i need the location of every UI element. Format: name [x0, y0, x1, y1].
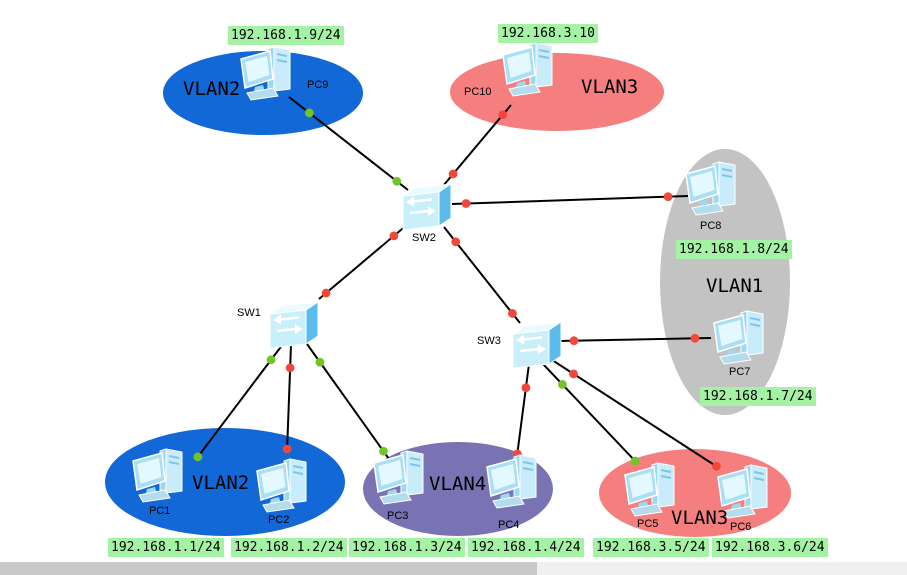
- port-status-dot-up: [557, 380, 567, 389]
- port-status-dot-down: [498, 110, 508, 120]
- ip-annotation[interactable]: 192.168.1.3/24: [349, 538, 465, 557]
- vlan-zone-label-vlan3-top: VLAN3: [581, 76, 639, 98]
- port-status-dot-down: [711, 461, 721, 471]
- switch-icon: [402, 183, 452, 231]
- vlan-zone-label-vlan3-bottom: VLAN3: [671, 507, 729, 529]
- switch-icon: [269, 301, 319, 349]
- ip-annotation[interactable]: 192.168.1.9/24: [228, 26, 344, 45]
- device-sw2[interactable]: [401, 182, 463, 240]
- port-status-dot-up: [315, 357, 325, 367]
- device-label-pc4: PC4: [498, 519, 520, 531]
- port-status-dot-down: [285, 363, 295, 373]
- link-sw2-pc8[interactable]: [451, 195, 689, 205]
- pc-icon: [713, 310, 764, 365]
- device-pc3[interactable]: [371, 450, 433, 508]
- port-status-dot-down: [569, 369, 578, 379]
- port-status-dot-down: [521, 383, 531, 393]
- device-label-pc5: PC5: [637, 518, 659, 530]
- link-sw3-pc4[interactable]: [516, 363, 530, 457]
- pc-icon: [132, 448, 183, 503]
- device-label-pc8: PC8: [700, 220, 722, 232]
- vlan-zone-label-vlan2-bottom: VLAN2: [192, 472, 250, 494]
- port-status-dot-up: [304, 108, 314, 118]
- device-pc6[interactable]: [715, 464, 777, 522]
- vlan-zone-label-vlan1-right: VLAN1: [706, 275, 764, 297]
- device-label-pc7: PC7: [729, 366, 751, 378]
- switch-icon: [512, 321, 562, 369]
- pc-icon: [685, 161, 736, 216]
- device-label-pc9: PC9: [307, 79, 329, 91]
- device-pc1[interactable]: [130, 448, 192, 506]
- device-pc10[interactable]: [500, 42, 562, 100]
- port-status-dot-down: [461, 199, 471, 208]
- device-sw1[interactable]: [268, 300, 330, 358]
- port-status-dot-up: [266, 355, 276, 365]
- pc-icon: [256, 458, 307, 513]
- pc-icon: [717, 464, 768, 519]
- ip-annotation[interactable]: 192.168.1.8/24: [676, 240, 792, 259]
- ip-annotation[interactable]: 192.168.3.5/24: [593, 538, 709, 557]
- port-status-dot-up: [193, 452, 203, 462]
- device-pc2[interactable]: [254, 458, 316, 516]
- device-label-sw1: SW1: [237, 307, 261, 319]
- pc-icon: [373, 450, 424, 505]
- ip-annotation[interactable]: 192.168.1.1/24: [108, 538, 224, 557]
- link-sw3-pc7[interactable]: [557, 337, 712, 342]
- device-label-pc10: PC10: [464, 86, 492, 98]
- port-status-dot-down: [389, 231, 399, 241]
- pc-icon: [502, 42, 553, 97]
- vlan-zone-label-vlan2-top: VLAN2: [183, 78, 241, 100]
- device-label-pc2: PC2: [268, 514, 290, 526]
- pc-icon: [240, 46, 291, 101]
- device-pc5[interactable]: [622, 462, 684, 520]
- device-label-pc1: PC1: [149, 505, 171, 517]
- ip-annotation[interactable]: 192.168.1.2/24: [231, 538, 347, 557]
- horizontal-scrollbar[interactable]: [0, 562, 907, 575]
- device-label-sw3: SW3: [477, 335, 501, 347]
- device-sw3[interactable]: [511, 320, 573, 378]
- pc-icon: [624, 462, 675, 517]
- port-status-dot-up: [630, 456, 640, 466]
- link-sw1-pc2[interactable]: [286, 344, 292, 453]
- ip-annotation[interactable]: 192.168.1.7/24: [700, 387, 816, 406]
- scrollbar-thumb[interactable]: [0, 562, 537, 575]
- port-status-dot-down: [663, 192, 673, 202]
- port-status-dot-up: [379, 446, 388, 456]
- device-pc8[interactable]: [683, 161, 745, 219]
- vlan-zone-label-vlan4-bottom: VLAN4: [429, 473, 487, 495]
- ip-annotation[interactable]: 192.168.3.10: [498, 24, 598, 43]
- ip-annotation[interactable]: 192.168.1.4/24: [468, 538, 584, 557]
- port-status-dot-up: [392, 176, 402, 186]
- device-label-pc6: PC6: [730, 521, 752, 533]
- port-status-dot-down: [282, 444, 292, 454]
- device-pc7[interactable]: [711, 310, 773, 368]
- pc-icon: [486, 454, 537, 509]
- link-sw3-pc5[interactable]: [542, 363, 638, 464]
- link-sw3-pc6[interactable]: [548, 357, 720, 469]
- port-status-dot-down: [448, 169, 458, 179]
- port-status-dot-down: [321, 288, 331, 298]
- port-status-dot-down: [690, 333, 700, 343]
- device-pc4[interactable]: [484, 454, 546, 512]
- port-status-dot-down: [508, 309, 517, 318]
- device-pc9[interactable]: [238, 46, 300, 104]
- port-status-dot-down: [569, 336, 579, 346]
- device-label-pc3: PC3: [387, 510, 409, 522]
- ip-annotation[interactable]: 192.168.3.6/24: [712, 538, 828, 557]
- device-label-sw2: SW2: [412, 232, 436, 244]
- port-status-dot-down: [451, 237, 461, 247]
